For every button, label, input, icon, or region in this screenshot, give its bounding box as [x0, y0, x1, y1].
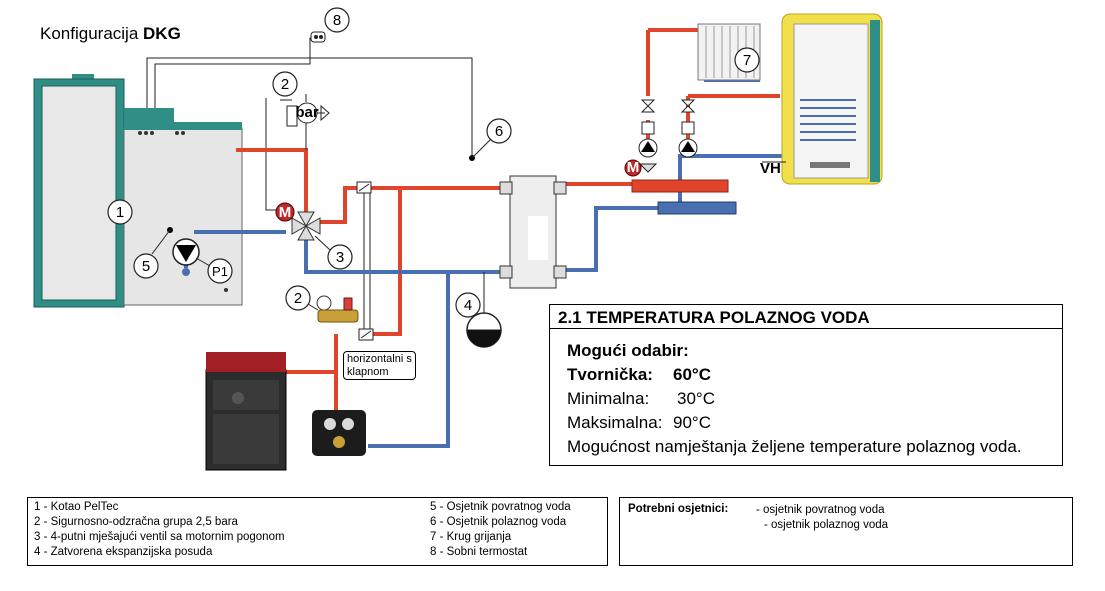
expansion-vessel [466, 312, 502, 348]
flap-valves [356, 181, 374, 341]
max-value: 90°C [673, 413, 711, 432]
diagram-title: Konfiguracija DKG [40, 24, 181, 44]
flap-valve-label: horizontalni s klapnom [343, 351, 416, 380]
peltec-boiler [33, 74, 243, 308]
legend-item: 8 - Sobni termostat [430, 546, 528, 558]
callout-2-bottom: 2 [294, 290, 302, 307]
legend-item: 2 - Sigurnosno-odzračna grupa 2,5 bara [34, 516, 238, 528]
vh-label: VH [760, 160, 781, 177]
callout-8: 8 [333, 12, 341, 29]
callout-leaders [151, 94, 493, 313]
legend-item: 6 - Osjetnik polaznog voda [430, 516, 567, 528]
callout-circles [107, 7, 760, 318]
mixing-valve [291, 211, 321, 241]
options-label: Mogući odabir: [567, 341, 689, 360]
callout-3: 3 [336, 249, 344, 266]
legend-item: 3 - 4-putni mješajući ventil sa motornim… [34, 531, 285, 543]
distributor [631, 179, 737, 215]
min-label: Minimalna: [567, 389, 650, 408]
callout-1: 1 [116, 204, 124, 221]
hot-water-tank [762, 13, 883, 185]
min-value: 30°C [677, 389, 715, 408]
circuit-pumps [638, 99, 698, 173]
callout-p1: P1 [212, 264, 228, 279]
circuit-motor-label: M [627, 159, 640, 176]
room-thermostat [310, 31, 326, 43]
adjust-note: Mogućnost namještanja željene temperatur… [567, 437, 1022, 456]
legend-item: 5 - Osjetnik povratnog voda [430, 501, 571, 513]
motor-icon [275, 202, 295, 222]
safety-group-top [280, 99, 330, 150]
callout-5: 5 [142, 258, 150, 275]
hydraulic-separator [499, 175, 567, 289]
min-row: Minimalna: 30°C [567, 389, 715, 409]
sensor-item: - osjetnik povratnog voda [756, 504, 885, 516]
callout-2-top: 2 [281, 76, 289, 93]
safety-group-bottom [316, 295, 359, 323]
return-pipes [184, 78, 786, 448]
callout-4: 4 [464, 297, 472, 314]
title-config-code: DKG [143, 24, 181, 43]
required-sensors-box: Potrebni osjetnici: - osjetnik povratnog… [619, 497, 1073, 566]
callout-7: 7 [743, 52, 751, 69]
wood-boiler [205, 352, 287, 471]
boiler-pump [172, 238, 200, 276]
component-legend: 1 - Kotao PelTec 2 - Sigurnosno-odzračna… [27, 497, 608, 566]
max-label: Maksimalna: [567, 413, 663, 432]
motor-label: M [279, 204, 292, 221]
factory-row: Tvornička: 60°C [567, 365, 711, 385]
pressure-gauge-label: bar [295, 104, 319, 121]
sensor-item: - osjetnik polaznog voda [764, 519, 889, 531]
callout-6: 6 [495, 123, 503, 140]
required-sensors-label: Potrebni osjetnici: [628, 503, 729, 515]
flap-valve-label-line1: horizontalni s [347, 353, 412, 365]
setting-panel: 2.1 TEMPERATURA POLAZNOG VODA Mogući oda… [549, 304, 1063, 466]
circuit-motor-icon [624, 159, 642, 177]
loading-unit [312, 410, 366, 456]
flap-valve-label-line2: klapnom [347, 366, 389, 378]
setting-heading: 2.1 TEMPERATURA POLAZNOG VODA [550, 305, 1062, 329]
legend-item: 1 - Kotao PelTec [34, 501, 119, 513]
factory-label: Tvornička: [567, 365, 653, 384]
factory-value: 60°C [673, 365, 711, 384]
title-prefix: Konfiguracija [40, 24, 144, 43]
max-row: Maksimalna: 90°C [567, 413, 711, 433]
legend-item: 7 - Krug grijanja [430, 531, 512, 543]
legend-item: 4 - Zatvorena ekspanzijska posuda [34, 546, 213, 558]
